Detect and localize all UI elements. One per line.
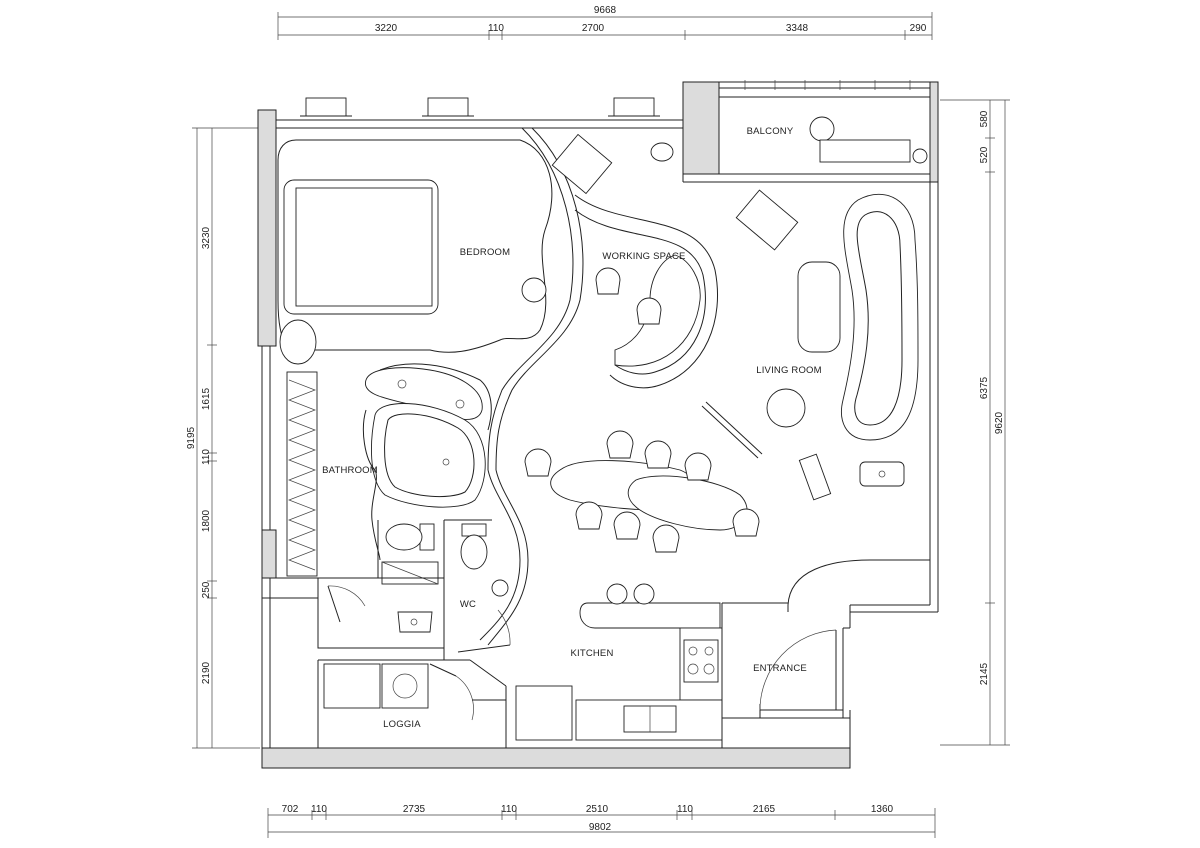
right-dimension-3: 6375: [979, 376, 990, 399]
entrance-area: [722, 629, 843, 719]
dining-chair-3: [644, 440, 672, 469]
room-label-working-space: WORKING SPACE: [602, 251, 685, 262]
dining-chair-2: [606, 430, 634, 459]
bottom-dimension-4: 110: [501, 804, 517, 815]
right-total-dimension: 9620: [994, 411, 1005, 434]
balcony-round-table: [809, 116, 835, 142]
bathtub: [371, 403, 486, 508]
refrigerator: [515, 685, 573, 741]
right-dimension-1: 580: [979, 110, 990, 127]
bed-mattress: [295, 187, 433, 307]
room-label-entrance: ENTRANCE: [753, 663, 807, 674]
dryer: [381, 663, 429, 709]
lounge-chair: [735, 189, 799, 251]
left-dimension-2: 1615: [201, 387, 212, 410]
kitchen-island: [579, 602, 721, 629]
dining-chair-6: [613, 511, 641, 540]
left-dimension-5: 250: [201, 581, 212, 598]
bathroom-area: [286, 363, 492, 649]
bottom-dimension-2: 110: [311, 804, 327, 815]
balcony-plant: [912, 148, 928, 164]
cooktop: [683, 639, 719, 683]
bedroom-armchair: [279, 319, 317, 365]
bathroom-toilet: [385, 523, 423, 551]
bar-stool-2: [633, 583, 655, 605]
bottom-dimension-5: 2510: [586, 804, 609, 815]
bottom-dimension-1: 702: [282, 804, 299, 815]
wc-toilet-tank: [461, 523, 487, 537]
kitchen-area: [505, 583, 788, 748]
top-dimension-4: 3348: [786, 23, 809, 34]
room-label-loggia: LOGGIA: [383, 719, 421, 730]
tv-stand: [798, 453, 832, 501]
dining-chair-5: [575, 501, 603, 530]
balcony-bench: [819, 139, 911, 163]
dining-chair-8: [732, 508, 760, 537]
exterior-walls: [257, 81, 939, 769]
wash-basin-living: [859, 461, 905, 487]
left-dimension-6: 2190: [201, 661, 212, 684]
wardrobe: [286, 371, 318, 577]
top-dimension-2: 110: [488, 23, 504, 34]
left-dimension-1: 3230: [201, 226, 212, 249]
right-dimension-2: 520: [979, 146, 990, 163]
loggia-area: [317, 659, 507, 748]
top-dimension-1: 3220: [375, 23, 398, 34]
office-chair-1: [595, 267, 621, 295]
wc-sink: [491, 579, 509, 597]
working-space-area: [551, 133, 719, 389]
bottom-dimensions: 702 110 2735 110 2510 110 2165 1360 9802: [267, 804, 936, 838]
dining-area: [524, 430, 760, 553]
bottom-total-dimension: 9802: [589, 822, 612, 833]
bottom-dimension-6: 110: [677, 804, 693, 815]
coffee-table: [797, 261, 841, 353]
office-chair-2: [636, 297, 662, 325]
bedside-lamp: [521, 277, 547, 303]
washing-machine: [323, 663, 381, 709]
left-total-dimension: 9195: [186, 426, 197, 449]
right-dimension-4: 2145: [979, 662, 990, 685]
bar-stool-1: [606, 583, 628, 605]
bottom-dimension-3: 2735: [403, 804, 426, 815]
wc-area: [443, 469, 529, 660]
room-label-kitchen: KITCHEN: [570, 648, 613, 659]
balcony-area: [744, 80, 928, 164]
left-dimension-4: 1800: [201, 509, 212, 532]
room-label-bedroom: BEDROOM: [460, 247, 511, 258]
wc-toilet: [460, 534, 488, 570]
bedroom-area: [277, 127, 584, 471]
work-pouf: [650, 142, 674, 162]
side-table: [766, 388, 806, 428]
room-label-wc: WC: [460, 599, 476, 610]
room-labels: BALCONY BEDROOM WORKING SPACE LIVING ROO…: [322, 126, 822, 730]
bathroom-sink: [397, 611, 433, 633]
dining-chair-7: [652, 524, 680, 553]
room-label-balcony: BALCONY: [747, 126, 794, 137]
left-dimensions: 9195 3230 1615 110 1800 250 2190: [186, 127, 260, 749]
bottom-dimension-8: 1360: [871, 804, 894, 815]
bottom-dimension-7: 2165: [753, 804, 776, 815]
left-dimension-3: 110: [201, 449, 212, 465]
top-dimension-5: 290: [910, 23, 927, 34]
top-dimensions: 9668 3220 110 2700 3348 290: [277, 5, 933, 40]
double-sink-counter: [365, 367, 483, 420]
dining-chair-4: [684, 452, 712, 481]
dining-table-2: [627, 475, 748, 531]
curved-sofa: [841, 193, 919, 441]
room-label-living-room: LIVING ROOM: [756, 365, 822, 376]
wardrobe-hangers: [288, 379, 316, 571]
dining-chair-1: [524, 448, 552, 477]
room-label-bathroom: BATHROOM: [322, 465, 378, 476]
top-dimension-3: 2700: [582, 23, 605, 34]
right-dimensions: 580 520 6375 2145 9620: [940, 99, 1010, 746]
living-room-area: [701, 189, 930, 612]
work-chair-1: [551, 133, 613, 195]
top-total-dimension: 9668: [594, 5, 617, 16]
